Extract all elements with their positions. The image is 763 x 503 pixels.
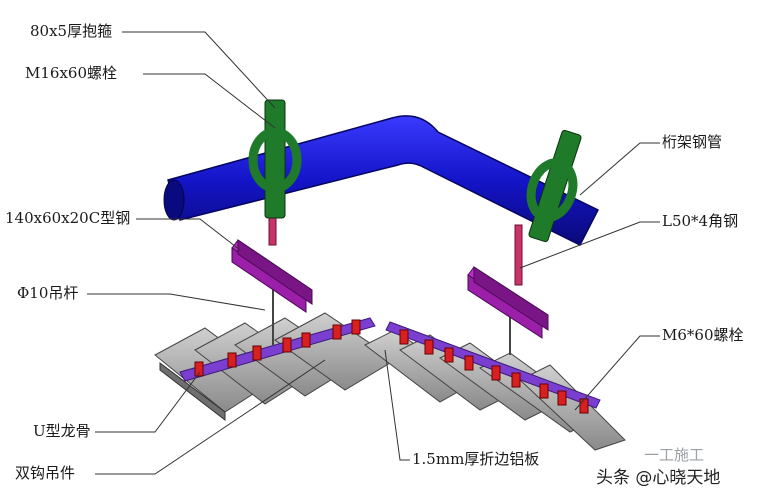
label-bolt-m16: M16x60螺栓	[25, 64, 117, 82]
leader-lines	[87, 31, 660, 475]
label-double-hook: 双钩吊件	[15, 464, 76, 482]
watermark-faded: 一工施工	[644, 446, 705, 464]
label-truss-pipe: 桁架钢管	[662, 133, 723, 151]
double-hook-clips-right	[399, 329, 589, 414]
double-hook-clips-left	[194, 319, 361, 377]
label-hoop: 80x5厚抱箍	[30, 22, 113, 40]
hoops	[248, 99, 582, 243]
label-c-steel: 140x60x20C型钢	[5, 209, 131, 227]
label-aluminum-plate: 1.5mm厚折边铝板	[412, 450, 540, 468]
label-bolt-m6: M6*60螺栓	[662, 326, 744, 344]
watermark-main: 头条 @心晓天地	[596, 468, 721, 488]
label-angle-steel: L50*4角钢	[662, 212, 739, 230]
aluminum-plates-left	[154, 312, 396, 422]
label-u-keel: U型龙骨	[33, 422, 91, 440]
aluminum-plates-right	[364, 329, 626, 451]
label-rod: Φ10吊杆	[17, 284, 79, 302]
c-channel-steel	[231, 239, 549, 339]
